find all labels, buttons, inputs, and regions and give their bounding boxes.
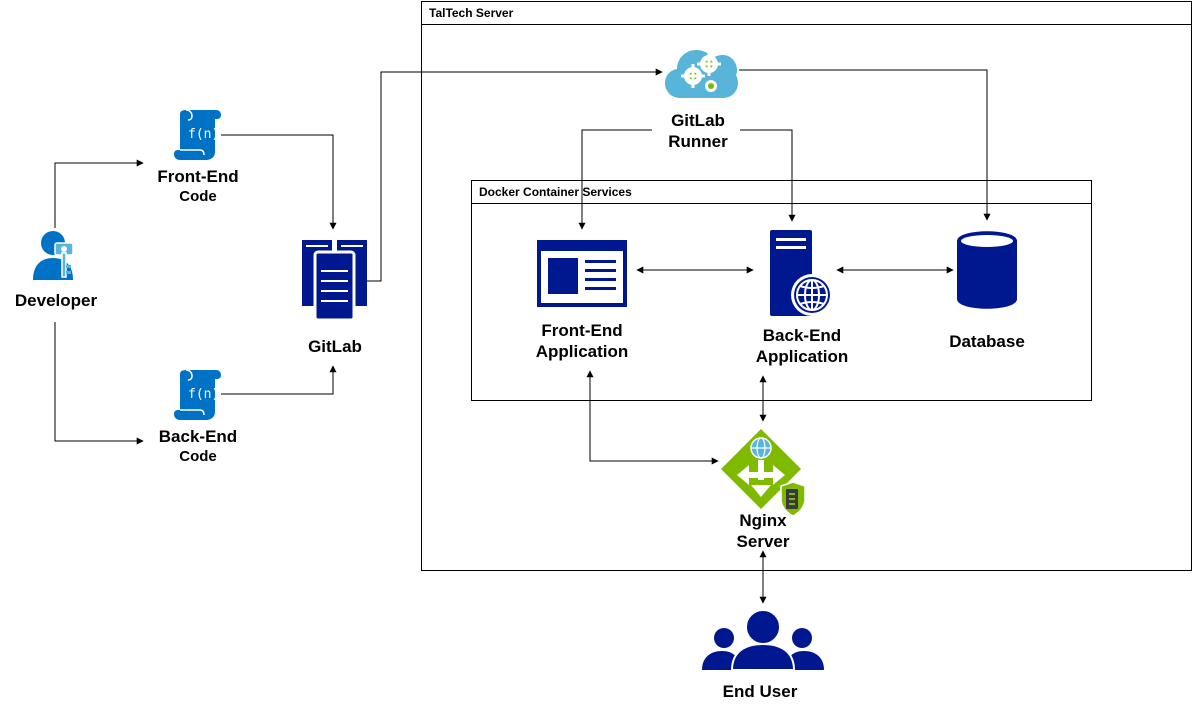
- edge-developer-backend-code: [54, 322, 144, 445]
- nginx-label: Nginx Server: [708, 510, 818, 552]
- database-label-text: Database: [949, 332, 1025, 351]
- nginx-load-balancer-icon: [721, 429, 810, 517]
- svg-text:f(n): f(n): [188, 387, 219, 402]
- edge-runner-backend-app: [740, 129, 796, 222]
- edge-backend-code-gitlab: [221, 365, 337, 395]
- docker-services-container: Docker Container Services: [471, 180, 1092, 401]
- frontend-code-label-line1: Front-End: [157, 167, 239, 186]
- backend-code-function-icon: f(n): [174, 370, 222, 420]
- gitlab-runner-label-line2: Runner: [668, 132, 728, 151]
- frontend-app-label: Front-End Application: [522, 320, 642, 362]
- backend-code-label-line2: Code: [179, 448, 217, 465]
- backend-app-label-line2: Application: [755, 347, 849, 366]
- frontend-code-label: Front-End Code: [143, 166, 253, 207]
- gitlab-label-text: GitLab: [308, 337, 362, 356]
- gitlab-server-rack-icon: [302, 240, 367, 320]
- edge-frontend-app-nginx: [586, 370, 719, 465]
- taltech-server-title: TalTech Server: [422, 2, 1191, 25]
- end-user-label: End User: [704, 681, 816, 702]
- backend-app-label: Back-End Application: [742, 325, 862, 367]
- frontend-app-webpage-icon: [537, 240, 627, 307]
- edge-gitlab-runner: [367, 68, 663, 282]
- frontend-code-label-line2: Code: [179, 188, 217, 205]
- svg-text:f(n): f(n): [188, 127, 219, 142]
- developer-label-text: Developer: [14, 291, 98, 310]
- nginx-label-line2: Server: [736, 532, 790, 551]
- backend-code-label-line1: Back-End: [158, 427, 238, 446]
- frontend-code-function-icon: f(n): [174, 110, 222, 160]
- edge-runner-database: [739, 69, 991, 221]
- backend-code-label: Back-End Code: [143, 426, 253, 467]
- end-user-label-text: End User: [722, 682, 798, 701]
- database-label: Database: [932, 331, 1042, 352]
- frontend-app-label-line1: Front-End: [541, 321, 623, 340]
- edge-frontend-code-gitlab: [221, 134, 337, 230]
- frontend-app-label-line2: Application: [535, 342, 629, 361]
- end-user-group-icon: [702, 609, 824, 671]
- developer-icon: [31, 229, 81, 281]
- backend-app-label-line1: Back-End: [762, 326, 842, 345]
- nginx-label-line1: Nginx: [739, 511, 787, 530]
- developer-label: Developer: [0, 290, 112, 311]
- edge-runner-frontend-app: [578, 129, 652, 230]
- backend-app-webserver-icon: [770, 230, 835, 316]
- gitlab-runner-label-line1: GitLab: [671, 111, 725, 130]
- database-cylinder-icon: [957, 231, 1017, 309]
- gitlab-runner-cloud-gears-icon: [665, 40, 738, 102]
- docker-services-title: Docker Container Services: [472, 181, 1091, 204]
- gitlab-label: GitLab: [280, 336, 390, 357]
- edge-developer-frontend-code: [54, 159, 144, 228]
- gitlab-runner-label: GitLab Runner: [643, 110, 753, 152]
